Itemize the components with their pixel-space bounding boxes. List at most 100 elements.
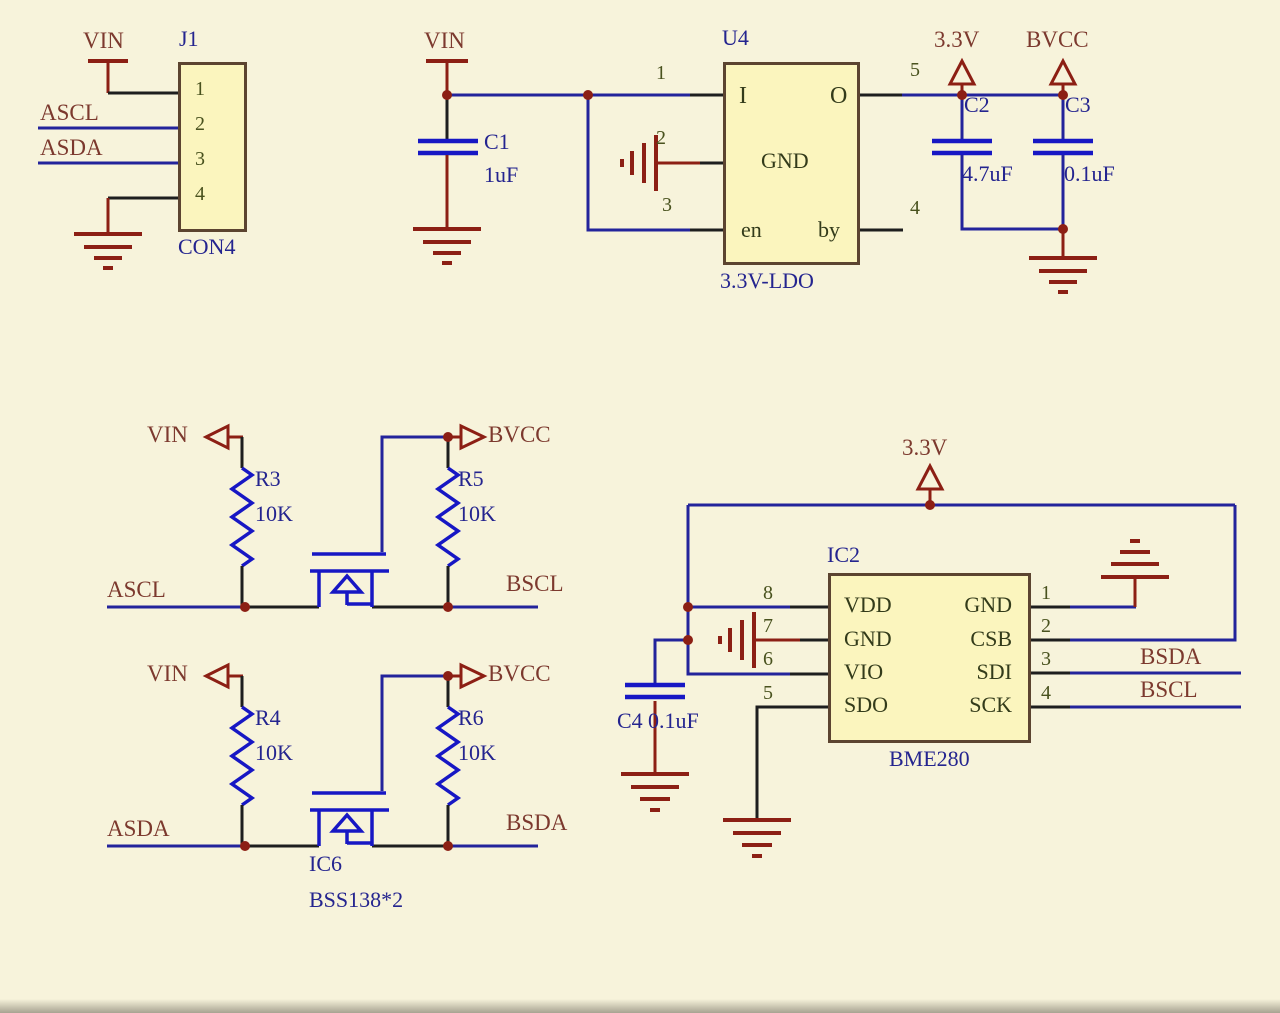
- sdo-gnd-wire: [755, 705, 828, 818]
- capacitor-c4-icon: [625, 682, 685, 700]
- ic2-pin-name-gnd-l: GND: [844, 626, 892, 651]
- net-label-3v3: 3.3V: [934, 27, 980, 52]
- value-c4: 0.1uF: [648, 708, 699, 733]
- net-label-bvcc: BVCC: [488, 661, 551, 686]
- j1-pin-number-2: 2: [195, 113, 205, 135]
- j1-pin-number-4: 4: [195, 183, 205, 205]
- part-label-con4: CON4: [178, 234, 236, 259]
- net-label-ascl: ASCL: [107, 577, 166, 602]
- ic2-pin-number-3: 3: [1041, 648, 1051, 670]
- c4-branch-wire: [653, 638, 688, 683]
- ic2-pin-name-vio: VIO: [844, 659, 884, 684]
- value-c1: 1uF: [484, 162, 519, 187]
- value-r6: 10K: [458, 740, 496, 765]
- ic2-pin-name-sck: SCK: [969, 692, 1012, 717]
- ic2-pin-number-2: 2: [1041, 615, 1051, 637]
- designator-r6: R6: [458, 705, 484, 730]
- ic2-pin-name-vdd: VDD: [844, 592, 892, 617]
- inverted-ground-icon: [1101, 539, 1169, 579]
- designator-r5: R5: [458, 466, 484, 491]
- net-label-vin: VIN: [424, 28, 465, 53]
- power-3v3-triangle-icon: [915, 462, 945, 491]
- vin-port-arrow-icon: [202, 423, 230, 451]
- net-label-bsda: BSDA: [506, 810, 568, 835]
- designator-c2: C2: [964, 92, 990, 117]
- ldo-u4-body: [723, 62, 860, 265]
- net-label-asda: ASDA: [107, 816, 170, 841]
- bvcc-port-arrow-icon: [459, 423, 488, 451]
- sensor-ic2-body: [828, 573, 1031, 743]
- designator-u4: U4: [722, 25, 749, 50]
- u4-pin-name-en: en: [741, 217, 762, 242]
- value-r4: 10K: [255, 740, 293, 765]
- designator-r4: R4: [255, 705, 281, 730]
- resistor-r4-icon: [228, 705, 256, 807]
- capacitor-c1-icon: [418, 138, 478, 156]
- ic2-pin-number-5: 5: [763, 682, 773, 704]
- ic2-pin-number-6: 6: [763, 648, 773, 670]
- earth-ground-icon: [1029, 256, 1097, 294]
- net-label-vin: VIN: [147, 661, 188, 686]
- q1-gate-wire: [380, 435, 448, 552]
- resistor-r5-icon: [434, 466, 462, 568]
- j1-pin-number-3: 3: [195, 148, 205, 170]
- bvcc-port-arrow-icon: [459, 662, 488, 690]
- ic2-pin-name-sdi: SDI: [976, 659, 1012, 684]
- c2-bottom-wire: [960, 155, 1063, 231]
- u4-pin-name-i: I: [739, 83, 747, 109]
- designator-c3: C3: [1065, 92, 1091, 117]
- ic2-pin-name-sdo: SDO: [844, 692, 889, 717]
- net-label-bscl: BSCL: [506, 571, 564, 596]
- ic2-pin-name-gnd-r: GND: [964, 592, 1012, 617]
- earth-ground-icon: [74, 232, 142, 270]
- part-label-bss138: BSS138*2: [309, 887, 404, 912]
- net-label-asda: ASDA: [40, 135, 103, 160]
- power-bvcc-triangle-icon: [1048, 57, 1078, 86]
- csb-pullup-wire: [1070, 505, 1237, 642]
- net-label-bvcc: BVCC: [488, 422, 551, 447]
- earth-ground-icon: [413, 227, 481, 265]
- designator-r3: R3: [255, 466, 281, 491]
- ic2-pin-number-8: 8: [763, 582, 773, 604]
- net-label-3v3: 3.3V: [902, 435, 948, 460]
- net-label-bvcc: BVCC: [1026, 27, 1089, 52]
- connector-j1-body: [178, 62, 247, 232]
- net-label-bsda: BSDA: [1140, 644, 1202, 669]
- designator-j1: J1: [179, 26, 199, 51]
- resistor-r3-icon: [228, 466, 256, 568]
- q2-gate-wire: [380, 674, 448, 791]
- u4-pin-name-o: O: [830, 83, 848, 109]
- part-label-ldo: 3.3V-LDO: [720, 268, 814, 293]
- u4-pin-number-3: 3: [662, 194, 672, 216]
- capacitor-c3-icon: [1033, 138, 1093, 156]
- power-3v3-triangle-icon: [947, 57, 977, 86]
- ic2-pin-number-4: 4: [1041, 682, 1051, 704]
- u4-pin-number-1: 1: [656, 62, 666, 84]
- ic2-pin-number-7: 7: [763, 615, 773, 637]
- value-c2: 4.7uF: [962, 161, 1013, 186]
- mosfet-q2-icon: [310, 791, 389, 846]
- u4-pin-name-gnd: GND: [761, 148, 809, 173]
- net-label-vin: VIN: [83, 28, 124, 53]
- value-r3: 10K: [255, 501, 293, 526]
- net-label-bscl: BSCL: [1140, 677, 1198, 702]
- ic2-pin-number-1: 1: [1041, 582, 1051, 604]
- u4-pin-number-5: 5: [910, 59, 920, 81]
- earth-ground-icon: [621, 772, 689, 812]
- vin-port-arrow-icon: [202, 662, 230, 690]
- designator-c4: C4: [617, 708, 643, 733]
- side-ground-icon: [620, 135, 658, 191]
- earth-ground-icon: [723, 818, 791, 858]
- junction-dots: [240, 90, 1068, 851]
- capacitor-c2-icon: [932, 138, 992, 156]
- net-label-ascl: ASCL: [40, 100, 99, 125]
- designator-ic2: IC2: [827, 542, 860, 567]
- u4-pin-number-4: 4: [910, 197, 920, 219]
- mosfet-q1-icon: [310, 552, 389, 607]
- en-branch-wire: [586, 95, 690, 232]
- value-r5: 10K: [458, 501, 496, 526]
- resistor-r6-icon: [434, 705, 462, 807]
- part-label-bme280: BME280: [889, 746, 970, 771]
